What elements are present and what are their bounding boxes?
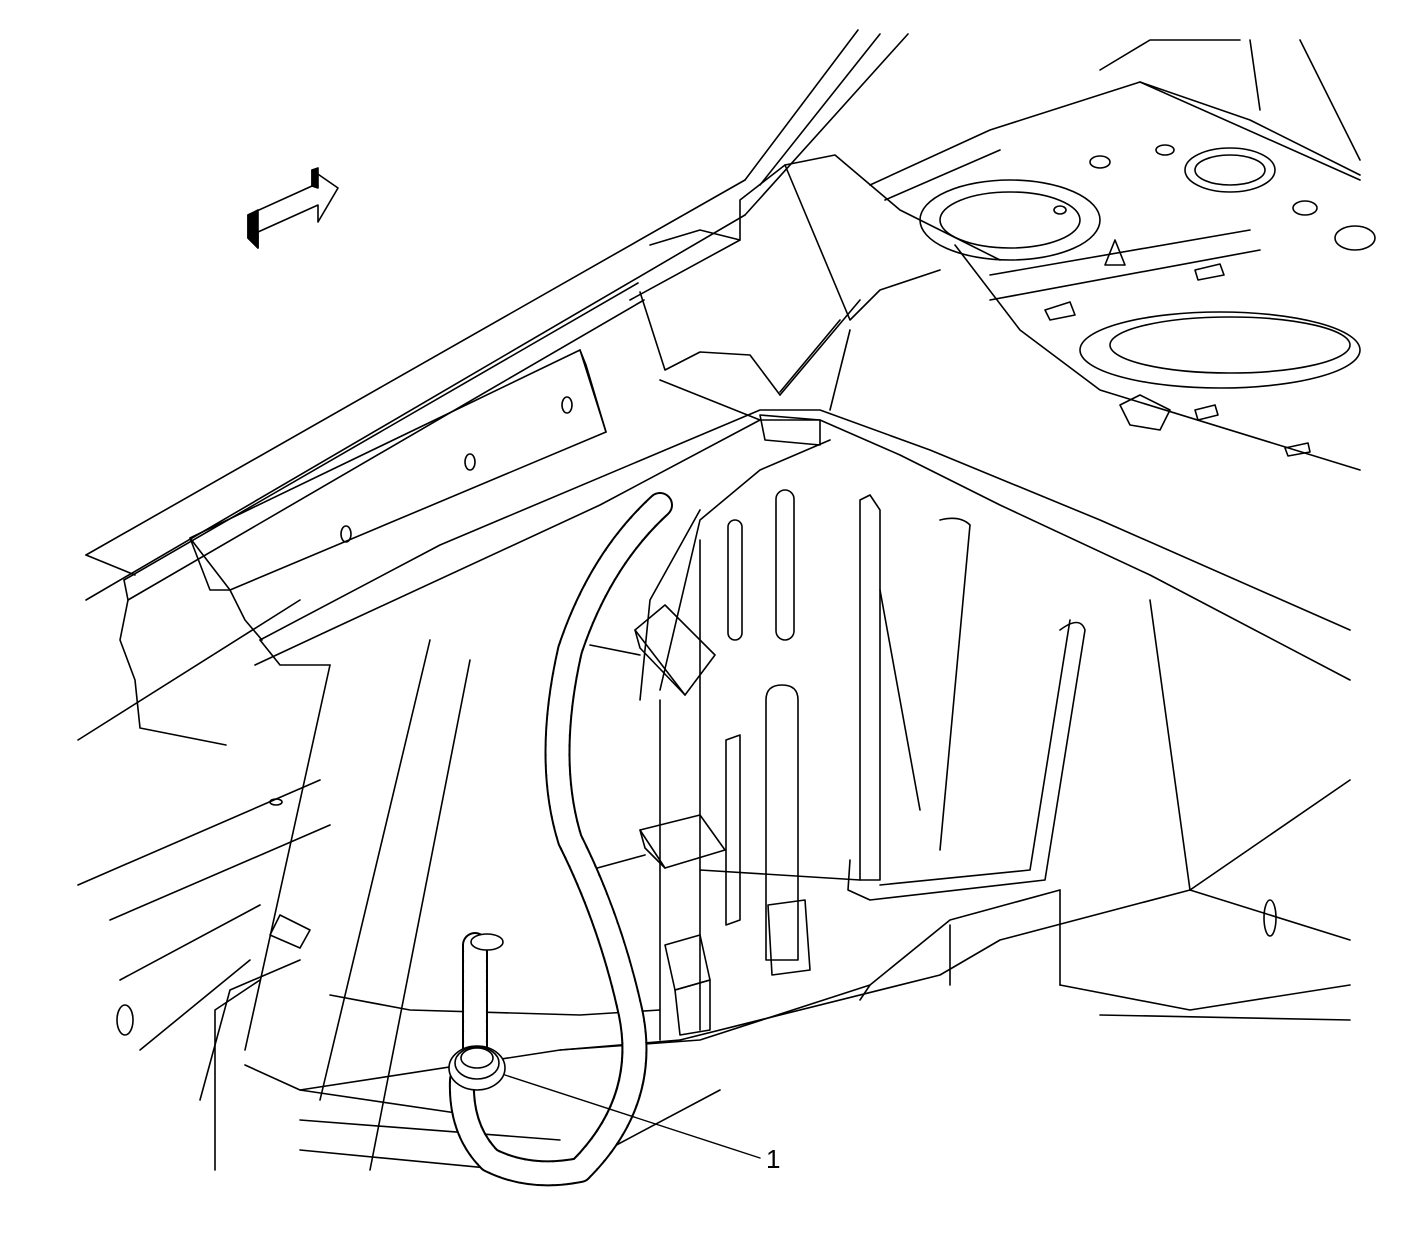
rear-floor-panel <box>870 40 1375 470</box>
harness-grommet <box>449 1046 505 1090</box>
wheelhouse <box>230 410 1350 1170</box>
callout-1: 1 <box>505 1075 780 1174</box>
harness-clips <box>590 605 810 1035</box>
sill-channel <box>190 350 606 590</box>
forward-arrow-icon <box>248 168 338 248</box>
inner-panel-ribs <box>660 490 1350 1040</box>
upper-structure <box>630 155 1000 420</box>
wiring-harness <box>462 505 660 1173</box>
lower-floor-sill <box>78 600 1350 1175</box>
callout-label: 1 <box>766 1144 780 1174</box>
